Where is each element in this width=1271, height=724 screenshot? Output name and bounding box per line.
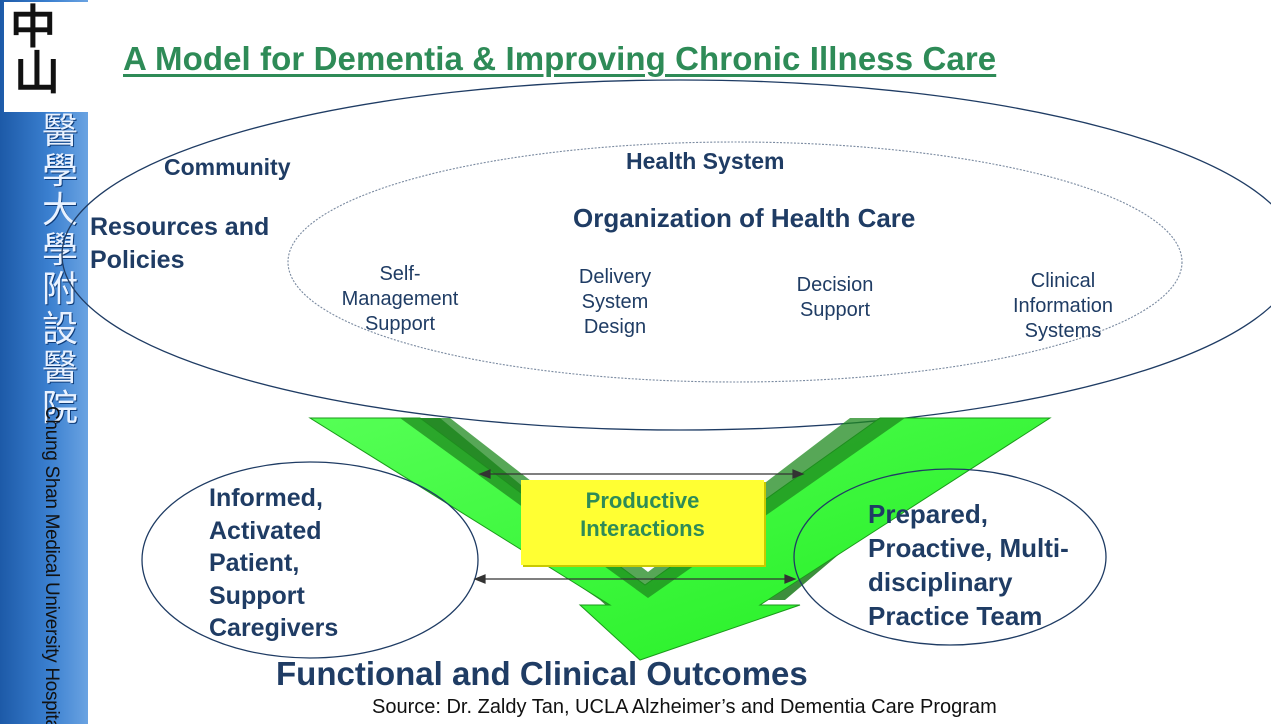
patient-line: Activated [209, 516, 322, 545]
source-citation: Source: Dr. Zaldy Tan, UCLA Alzheimer’s … [372, 696, 997, 718]
team-circle [793, 468, 1107, 646]
outcomes-label: Functional and Clinical Outcomes [276, 655, 808, 692]
patient-line: Patient, [209, 549, 300, 577]
cjk-char: 醫 [41, 348, 78, 389]
element-line: Support [364, 313, 436, 335]
cjk-char: 學 [41, 150, 78, 192]
element-line: System [581, 291, 649, 313]
health-system-label: Health System [626, 148, 785, 174]
cjk-char: 院 [41, 387, 78, 429]
self-management-support-label: Self- Management Support [320, 262, 480, 337]
policies-line: Policies [90, 246, 185, 274]
decision-support-label: Decision Support [770, 273, 900, 323]
element-line: Delivery [578, 266, 652, 288]
element-line: Decision [796, 274, 874, 296]
logo-char-zhong: 中 [10, 0, 56, 54]
resources-line: Resources and [90, 213, 270, 241]
health-system-ellipse [287, 141, 1183, 383]
patient-label: Informed, Activated Patient, Support Car… [209, 482, 338, 645]
delivery-system-design-label: Delivery System Design [555, 265, 675, 340]
element-line: Design [583, 316, 647, 338]
patient-line: Support [209, 581, 305, 610]
cjk-char: 學 [41, 229, 78, 271]
lower-interaction-arrow [473, 574, 797, 584]
hospital-name-chinese: 醫 學 大 學 附 設 醫 院 [40, 112, 80, 428]
team-line: Proactive, Multi- [868, 533, 1069, 563]
element-line: Support [799, 299, 871, 321]
interactions-line: Interactions [580, 516, 705, 541]
element-line: Clinical [1030, 270, 1096, 292]
patient-line: Caregivers [209, 614, 339, 642]
sidebar-banner: 中 山 醫 學 大 學 附 設 醫 院 Chung Shan Medical U… [0, 0, 88, 724]
page-title: A Model for Dementia & Improving Chronic… [123, 40, 997, 77]
community-ellipse [61, 79, 1271, 431]
cjk-char: 附 [41, 269, 78, 310]
logo-char-shan: 山 [14, 46, 60, 100]
v-arrow-stripe [400, 418, 905, 598]
element-line: Self- [379, 263, 421, 285]
patient-line: Informed, [209, 484, 323, 512]
clinical-information-systems-label: Clinical Information Systems [978, 269, 1148, 344]
cjk-char: 設 [41, 308, 78, 350]
productive-interactions-box: Productive Interactions [521, 480, 764, 565]
team-line: disciplinary [868, 567, 1013, 597]
practice-team-label: Prepared, Proactive, Multi- disciplinary… [868, 497, 1069, 633]
cjk-char: 醫 [41, 111, 78, 152]
element-line: Information [1012, 295, 1114, 317]
organization-label: Organization of Health Care [573, 203, 916, 233]
community-label: Community [164, 154, 291, 180]
patient-circle [141, 461, 479, 659]
resources-policies-label: Resources and Policies [90, 211, 269, 277]
element-line: Systems [1024, 320, 1102, 342]
element-line: Management [341, 288, 459, 310]
team-line: Prepared, [868, 499, 988, 529]
productive-line: Productive [585, 488, 700, 513]
team-line: Practice Team [868, 601, 1043, 631]
hospital-logo: 中 山 [4, 2, 88, 112]
upper-interaction-arrow [478, 469, 805, 479]
